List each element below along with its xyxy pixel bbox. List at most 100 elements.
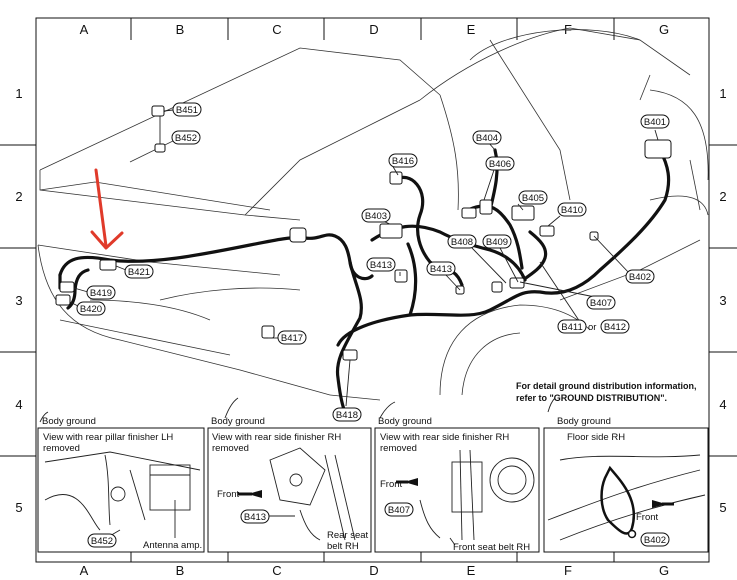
label-b413-a: B413 <box>366 257 396 272</box>
col-label-e-bottom: E <box>467 563 476 578</box>
inset-2-label-b413: B413 <box>240 509 270 524</box>
row-label-1-left: 1 <box>15 86 22 101</box>
label-b406: B406 <box>485 156 515 171</box>
leader-lines <box>69 109 659 407</box>
svg-text:B404: B404 <box>476 133 498 144</box>
row-label-4-right: 4 <box>719 397 726 412</box>
inset-2-caption: Body ground <box>211 416 265 427</box>
wiring-harness <box>58 148 671 414</box>
row-label-3-left: 3 <box>15 293 22 308</box>
ground-distribution-note-line2: refer to "GROUND DISTRIBUTION". <box>516 393 667 403</box>
inset-1-title-line1: View with rear pillar finisher LH <box>43 432 173 443</box>
label-b420: B420 <box>76 301 106 316</box>
svg-text:B452: B452 <box>91 536 113 547</box>
svg-text:B413: B413 <box>370 260 392 271</box>
col-label-f-bottom: F <box>564 563 572 578</box>
inset-3-caption: Body ground <box>378 416 432 427</box>
svg-text:B410: B410 <box>561 205 583 216</box>
label-b405: B405 <box>518 190 548 205</box>
label-or: or <box>588 322 596 333</box>
label-b403: B403 <box>361 208 391 223</box>
svg-text:B417: B417 <box>281 333 303 344</box>
svg-text:B401: B401 <box>644 117 666 128</box>
col-label-d-top: D <box>369 22 378 37</box>
inset-3-title-line1: View with rear side finisher RH <box>380 432 509 443</box>
inset-3-front: Front <box>380 479 403 490</box>
label-b404: B404 <box>472 130 502 145</box>
svg-text:B421: B421 <box>128 267 150 278</box>
label-b419: B419 <box>86 285 116 300</box>
row-label-2-left: 2 <box>15 189 22 204</box>
col-label-d-bottom: D <box>369 563 378 578</box>
inset-4-title-line1: Floor side RH <box>567 432 625 443</box>
inset-2-front: Front <box>217 489 240 500</box>
label-b407: B407 <box>586 295 616 310</box>
row-label-1-right: 1 <box>719 86 726 101</box>
label-b416: B416 <box>388 153 418 168</box>
col-label-a-top: A <box>80 22 89 37</box>
row-label-4-left: 4 <box>15 397 22 412</box>
inset-1-antenna-amp: Antenna amp. <box>143 540 202 551</box>
inset-4-caption: Body ground <box>557 416 611 427</box>
label-b401: B401 <box>640 114 670 129</box>
svg-text:B413: B413 <box>430 264 452 275</box>
label-b411: B411 <box>557 319 587 334</box>
label-b412: B412 <box>600 319 630 334</box>
svg-text:B419: B419 <box>90 288 112 299</box>
inset-2-title-line1: View with rear side finisher RH <box>212 432 341 443</box>
svg-text:B403: B403 <box>365 211 387 222</box>
inset-2-belt-rh: belt RH <box>327 541 359 552</box>
label-b408: B408 <box>447 234 477 249</box>
svg-text:B420: B420 <box>80 304 102 315</box>
label-b410: B410 <box>557 202 587 217</box>
col-label-e-top: E <box>467 22 476 37</box>
inset-2-title-line2: removed <box>212 443 249 454</box>
svg-text:B413: B413 <box>244 512 266 523</box>
inset-4-front: Front <box>636 512 659 523</box>
svg-text:B406: B406 <box>489 159 511 170</box>
ground-distribution-note-line1: For detail ground distribution informati… <box>516 381 696 391</box>
col-label-c-top: C <box>272 22 281 37</box>
red-arrow-icon <box>90 168 124 250</box>
row-label-5-left: 5 <box>15 500 22 515</box>
svg-text:B405: B405 <box>522 193 544 204</box>
inset-1-title-line2: removed <box>43 443 80 454</box>
connectors <box>55 105 672 361</box>
svg-text:B452: B452 <box>175 133 197 144</box>
col-label-c-bottom: C <box>272 563 281 578</box>
label-b451: B451 <box>172 102 202 117</box>
svg-text:B409: B409 <box>486 237 508 248</box>
inset-4: Body ground Floor side RH Front B402 <box>543 416 709 553</box>
col-label-b-bottom: B <box>176 563 185 578</box>
inset-4-label-b402: B402 <box>640 532 670 547</box>
inset-3-front-seat-belt: Front seat belt RH <box>453 542 530 553</box>
svg-text:B451: B451 <box>176 105 198 116</box>
svg-text:B418: B418 <box>336 410 358 421</box>
col-label-g-bottom: G <box>659 563 669 578</box>
inset-1-caption: Body ground <box>42 416 96 427</box>
col-label-g-top: G <box>659 22 669 37</box>
label-b452: B452 <box>171 130 201 145</box>
svg-text:B411: B411 <box>561 322 582 333</box>
inset-leaders <box>39 397 556 423</box>
inset-1-label-b452: B452 <box>87 533 117 548</box>
svg-text:B407: B407 <box>388 505 410 516</box>
svg-text:B402: B402 <box>629 272 651 283</box>
inset-1: Body ground View with rear pillar finish… <box>37 416 205 553</box>
inset-3: Body ground View with rear side finisher… <box>374 416 540 553</box>
label-b421: B421 <box>124 264 154 279</box>
label-b417: B417 <box>277 330 307 345</box>
row-label-3-right: 3 <box>719 293 726 308</box>
inset-2: Body ground View with rear side finisher… <box>207 416 372 553</box>
svg-text:B402: B402 <box>644 535 666 546</box>
car-body-outline <box>37 27 709 401</box>
svg-text:B412: B412 <box>604 322 626 333</box>
col-label-b-top: B <box>176 22 185 37</box>
svg-text:B416: B416 <box>392 156 414 167</box>
svg-text:B408: B408 <box>451 237 473 248</box>
svg-text:B407: B407 <box>590 298 612 309</box>
row-label-5-right: 5 <box>719 500 726 515</box>
inset-3-title-line2: removed <box>380 443 417 454</box>
label-b418: B418 <box>332 407 362 422</box>
